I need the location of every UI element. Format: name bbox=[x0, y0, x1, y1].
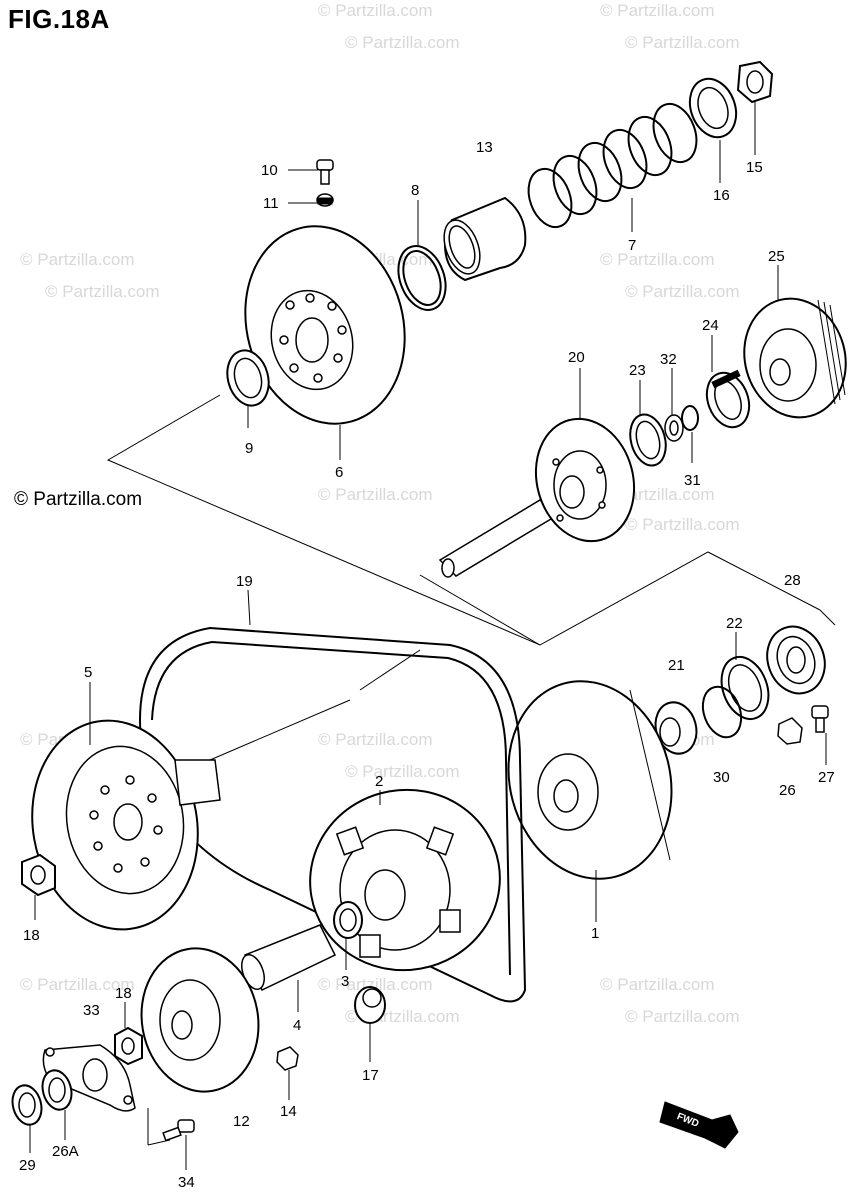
watermark: © Partzilla.com bbox=[625, 282, 740, 301]
callout-17: 17 bbox=[362, 1067, 379, 1084]
part-10-screw bbox=[316, 159, 334, 185]
part-15-hex-nut bbox=[736, 60, 774, 104]
part-8-o-ring bbox=[397, 245, 447, 311]
part-14-nut bbox=[276, 1046, 299, 1071]
fwd-arrow-badge: FWD bbox=[659, 1101, 739, 1149]
watermark: © Partzilla.com bbox=[625, 515, 740, 534]
callout-18-upper: 18 bbox=[23, 927, 40, 944]
part-27-bolt bbox=[811, 705, 829, 733]
callout-8: 8 bbox=[411, 182, 419, 199]
part-6-drive-face bbox=[244, 225, 406, 425]
callout-1: 1 bbox=[591, 925, 599, 942]
callout-21: 21 bbox=[668, 657, 685, 674]
watermark: © Partzilla.com bbox=[345, 762, 460, 781]
watermark: © Partzilla.com bbox=[600, 250, 715, 269]
callout-13: 13 bbox=[476, 139, 493, 156]
part-5-drive-face bbox=[31, 719, 221, 931]
part-20-driven-shaft bbox=[438, 417, 636, 578]
watermark: © Partzilla.com bbox=[318, 1, 433, 20]
part-18-nut bbox=[21, 853, 56, 897]
part-23-washer bbox=[629, 413, 667, 467]
watermark: © Partzilla.com bbox=[20, 975, 135, 994]
callout-22: 22 bbox=[726, 615, 743, 632]
callout-33: 33 bbox=[83, 1002, 100, 1019]
watermark: © Partzilla.com bbox=[318, 730, 433, 749]
callout-24: 24 bbox=[702, 317, 719, 334]
callout-32: 32 bbox=[660, 351, 677, 368]
callout-29: 29 bbox=[19, 1157, 36, 1174]
part-9-bushing bbox=[226, 349, 270, 407]
callout-2: 2 bbox=[375, 773, 383, 790]
part-26a-bearing bbox=[41, 1069, 73, 1111]
callout-7: 7 bbox=[628, 237, 636, 254]
copyright-notice: © Partzilla.com bbox=[14, 489, 142, 510]
part-1-fixed-face bbox=[507, 680, 673, 880]
callout-16: 16 bbox=[713, 187, 730, 204]
part-18-nut-lower bbox=[114, 1026, 143, 1066]
callout-26: 26 bbox=[779, 782, 796, 799]
callout-31: 31 bbox=[684, 472, 701, 489]
part-26-nut bbox=[777, 717, 803, 745]
part-11-collar bbox=[316, 193, 334, 207]
callout-34: 34 bbox=[178, 1174, 195, 1191]
part-3-collar bbox=[333, 901, 363, 939]
callout-27: 27 bbox=[818, 769, 835, 786]
callout-18-lower: 18 bbox=[115, 985, 132, 1002]
callout-12: 12 bbox=[233, 1113, 250, 1130]
part-29-seal bbox=[11, 1084, 43, 1126]
watermark: © Partzilla.com bbox=[345, 33, 460, 52]
part-28-bearing bbox=[766, 625, 826, 695]
part-12-fan bbox=[140, 947, 260, 1093]
callout-9: 9 bbox=[245, 440, 253, 457]
part-34-bolt bbox=[162, 1119, 195, 1142]
part-13-sleeve bbox=[443, 196, 527, 282]
watermark: © Partzilla.com bbox=[318, 485, 433, 504]
watermark: © Partzilla.com bbox=[318, 975, 433, 994]
callout-5: 5 bbox=[84, 664, 92, 681]
part-33-bracket bbox=[42, 1044, 136, 1112]
callout-labels: 10 11 8 13 9 6 7 16 15 25 24 32 23 20 31… bbox=[19, 139, 835, 1191]
callout-6: 6 bbox=[335, 464, 343, 481]
part-4-spacer-tube bbox=[241, 924, 337, 991]
watermark: © Partzilla.com bbox=[45, 282, 160, 301]
part-7-spring bbox=[527, 102, 698, 229]
callout-10: 10 bbox=[261, 162, 278, 179]
callout-3: 3 bbox=[341, 973, 349, 990]
callout-19: 19 bbox=[236, 573, 253, 590]
watermark: © Partzilla.com bbox=[625, 33, 740, 52]
callout-4: 4 bbox=[293, 1017, 301, 1034]
callout-11: 11 bbox=[263, 195, 279, 212]
part-24-needle-bearing bbox=[705, 369, 751, 429]
callout-20: 20 bbox=[568, 349, 585, 366]
part-2-movable-face bbox=[309, 788, 501, 972]
callout-14: 14 bbox=[280, 1103, 297, 1120]
callout-15: 15 bbox=[746, 159, 763, 176]
callout-26a: 26A bbox=[52, 1143, 79, 1160]
leader-lines bbox=[29, 100, 836, 1170]
callout-28: 28 bbox=[784, 572, 801, 589]
watermark: © Partzilla.com bbox=[20, 250, 135, 269]
figure-title: FIG.18A bbox=[8, 4, 110, 34]
watermark: © Partzilla.com bbox=[600, 1, 715, 20]
callout-30: 30 bbox=[713, 769, 730, 786]
watermark: © Partzilla.com bbox=[625, 1007, 740, 1026]
callout-23: 23 bbox=[629, 362, 646, 379]
part-31-circlip bbox=[681, 405, 699, 431]
part-16-washer bbox=[688, 77, 738, 139]
part-25-clutch-housing bbox=[743, 297, 847, 419]
watermark: © Partzilla.com bbox=[600, 975, 715, 994]
part-32-spacer bbox=[664, 414, 684, 442]
part-17-cap bbox=[354, 986, 386, 1024]
part-21-o-ring bbox=[701, 685, 743, 739]
callout-25: 25 bbox=[768, 248, 785, 265]
